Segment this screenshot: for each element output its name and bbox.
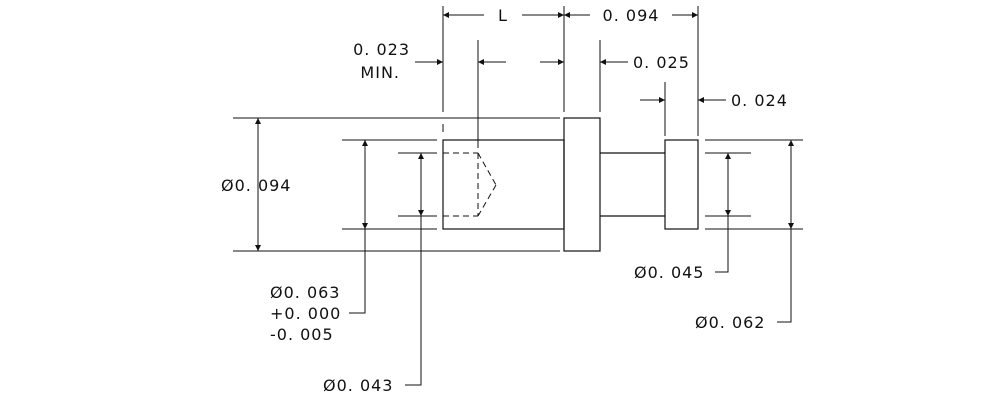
dim-overall-length: 0. 094	[564, 6, 698, 25]
hidden-bore	[443, 152, 497, 217]
tip-length-label: 0. 024	[731, 91, 788, 110]
dim-bore-diameter: Ø0. 043	[323, 153, 424, 395]
pin-diameter-label: Ø0. 045	[634, 263, 704, 282]
length-label: L	[498, 6, 508, 25]
body-tolerance-plus: +0. 000	[270, 304, 341, 323]
dim-flange-thickness: 0. 025	[600, 53, 690, 72]
dim-tip-length: 0. 024	[640, 91, 788, 110]
bore-diameter-label: Ø0. 043	[323, 376, 393, 395]
min-depth-note: MIN.	[360, 63, 400, 82]
part-outline	[442, 117, 699, 252]
dim-pin-diameter: Ø0. 045	[634, 153, 731, 282]
tip-diameter-label: Ø0. 062	[695, 313, 765, 332]
dim-length-L: L	[443, 6, 564, 25]
dim-min-depth: 0. 023 MIN.	[353, 40, 564, 82]
dim-flange-diameter: Ø0. 094	[221, 118, 291, 251]
dim-tip-diameter: Ø0. 062	[695, 140, 794, 332]
flange-thickness-label: 0. 025	[633, 53, 690, 72]
flange	[563, 117, 601, 252]
body-diameter-label: Ø0. 063	[270, 283, 340, 302]
dim-body-diameter: Ø0. 063 +0. 000 -0. 005	[270, 140, 368, 344]
min-depth-label: 0. 023	[353, 40, 410, 59]
body-tolerance-minus: -0. 005	[270, 325, 334, 344]
overall-length-label: 0. 094	[603, 6, 660, 25]
extension-lines	[233, 6, 803, 252]
socket-body	[442, 139, 565, 230]
flange-diameter-label: Ø0. 094	[221, 176, 291, 195]
tip	[664, 139, 699, 230]
